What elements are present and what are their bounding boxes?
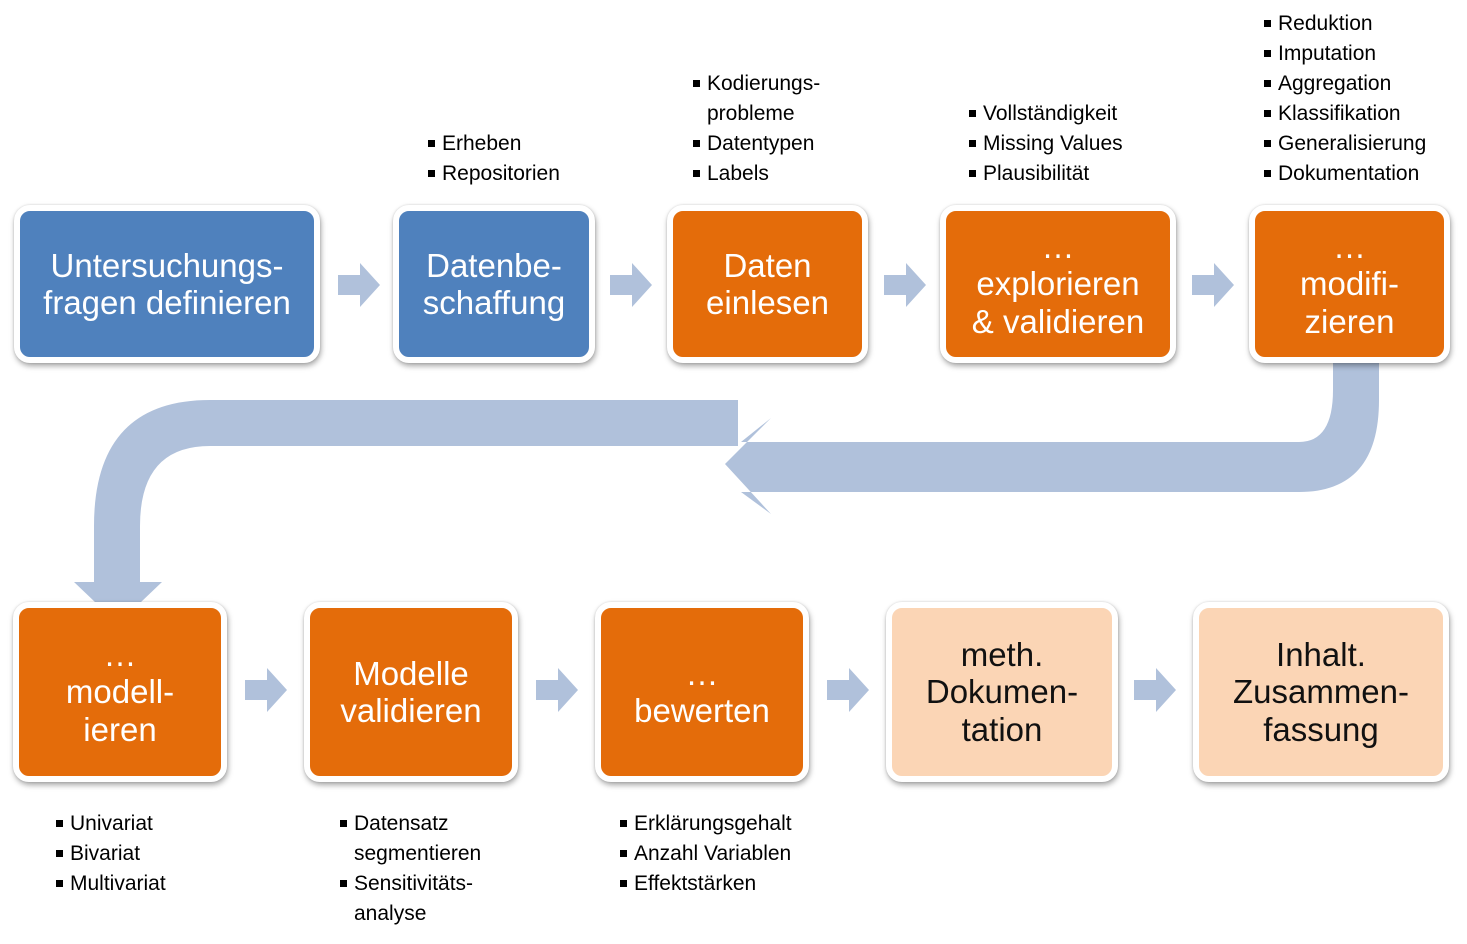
step-label: Datenbe- schaffung xyxy=(422,246,566,321)
step-explorieren-validieren: … explorieren & validieren xyxy=(940,205,1176,363)
bullet-item: Plausibilität xyxy=(969,159,1123,189)
bullet-item: Dokumentation xyxy=(1264,159,1426,189)
arrow-right-icon xyxy=(536,668,578,712)
bullets-modellieren: Univariat Bivariat Multivariat xyxy=(56,809,166,899)
bullets-datenbeschaffung: Erheben Repositorien xyxy=(428,129,560,189)
bullets-modelle-validieren: Datensatz segmentieren Sensitivitäts- an… xyxy=(340,809,481,929)
bullet-item: Labels xyxy=(693,159,820,189)
step-label: Daten einlesen xyxy=(706,246,829,321)
arrow-right-icon xyxy=(1192,263,1234,307)
arrow-right-icon xyxy=(827,668,869,712)
bullet-item: Vollständigkeit xyxy=(969,99,1123,129)
bullet-item: Sensitivitäts- analyse xyxy=(340,869,481,929)
bullets-daten-einlesen: Kodierungs- probleme Datentypen Labels xyxy=(693,69,820,189)
bullet-item: Datensatz segmentieren xyxy=(340,809,481,869)
step-modellieren: … modell- ieren xyxy=(13,602,227,782)
bullet-item: Reduktion xyxy=(1264,9,1426,39)
bullet-item: Imputation xyxy=(1264,39,1426,69)
arrow-right-icon xyxy=(245,668,287,712)
bullet-item: Erklärungsgehalt xyxy=(620,809,792,839)
step-daten-einlesen: Daten einlesen xyxy=(667,205,868,363)
arrow-right-icon xyxy=(884,263,926,307)
step-label: Inhalt. Zusammen- fassung xyxy=(1232,636,1410,748)
step-label: … bewerten xyxy=(634,654,770,729)
step-meth-dokumentation: meth. Dokumen- tation xyxy=(886,602,1118,782)
bullet-item: Generalisierung xyxy=(1264,129,1426,159)
arrow-right-icon xyxy=(1134,668,1176,712)
connector-arrow-lower xyxy=(74,400,738,624)
bullet-item: Anzahl Variablen xyxy=(620,839,792,869)
bullet-item: Multivariat xyxy=(56,869,166,899)
step-label: … modifi- zieren xyxy=(1299,228,1400,340)
step-label: Modelle validieren xyxy=(340,654,482,729)
bullet-item: Datentypen xyxy=(693,129,820,159)
bullet-item: Erheben xyxy=(428,129,560,159)
arrow-right-icon xyxy=(338,263,380,307)
step-label: meth. Dokumen- tation xyxy=(925,636,1079,748)
step-modifizieren: … modifi- zieren xyxy=(1249,205,1450,363)
bullet-item: Klassifikation xyxy=(1264,99,1426,129)
step-modelle-validieren: Modelle validieren xyxy=(304,602,518,782)
step-label: … explorieren & validieren xyxy=(971,228,1145,340)
bullets-explorieren-validieren: Vollständigkeit Missing Values Plausibil… xyxy=(969,99,1123,189)
step-datenbeschaffung: Datenbe- schaffung xyxy=(393,205,595,363)
bullet-item: Aggregation xyxy=(1264,69,1426,99)
bullet-item: Effektstärken xyxy=(620,869,792,899)
connector-arrow-upper xyxy=(725,362,1379,514)
step-label: … modell- ieren xyxy=(65,636,175,748)
bullet-item: Bivariat xyxy=(56,839,166,869)
bullets-modifizieren: Reduktion Imputation Aggregation Klassif… xyxy=(1264,9,1426,189)
bullet-item: Missing Values xyxy=(969,129,1123,159)
bullets-bewerten: Erklärungsgehalt Anzahl Variablen Effekt… xyxy=(620,809,792,899)
step-untersuchungsfragen-definieren: Untersuchungs- fragen definieren xyxy=(14,205,320,363)
step-inhalt-zusammenfassung: Inhalt. Zusammen- fassung xyxy=(1193,602,1449,782)
step-label: Untersuchungs- fragen definieren xyxy=(43,246,291,321)
bullet-item: Univariat xyxy=(56,809,166,839)
step-bewerten: … bewerten xyxy=(595,602,809,782)
bullet-item: Kodierungs- probleme xyxy=(693,69,820,129)
arrow-right-icon xyxy=(610,263,652,307)
bullet-item: Repositorien xyxy=(428,159,560,189)
